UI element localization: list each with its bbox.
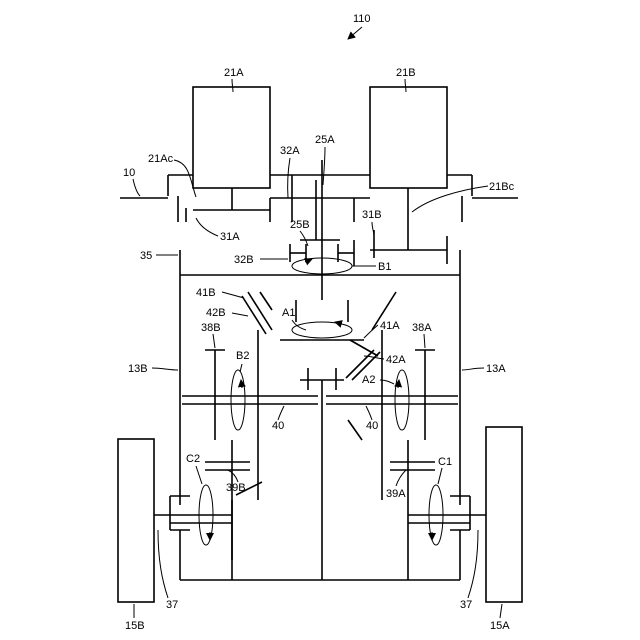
label-32a: 32A xyxy=(280,145,300,157)
label-31b: 31B xyxy=(362,209,382,221)
label-39a: 39A xyxy=(386,488,406,500)
leader-c1 xyxy=(438,468,442,484)
motor-21a xyxy=(193,87,270,188)
label-15a: 15A xyxy=(490,620,510,632)
leader-25b xyxy=(300,231,308,246)
label-c1: C1 xyxy=(438,456,452,468)
rotation-b2-arrow xyxy=(241,380,242,388)
label-21ac: 21Ac xyxy=(148,153,174,165)
left-gear-train xyxy=(205,330,262,580)
label-31a: 31A xyxy=(220,231,240,243)
gearbox-housing xyxy=(180,250,460,580)
upper-housing xyxy=(168,175,472,196)
top-bearings xyxy=(178,196,462,222)
gear-25b-assembly xyxy=(270,198,370,240)
motor-21b xyxy=(370,87,447,188)
label-39b: 39B xyxy=(226,482,246,494)
leader-40-right xyxy=(366,406,372,420)
label-10: 10 xyxy=(123,167,135,179)
leader-39b xyxy=(228,470,238,482)
leader-13b xyxy=(152,368,178,370)
rotation-a1 xyxy=(292,322,352,338)
right-gear-train xyxy=(382,330,435,580)
label-41b: 41B xyxy=(196,287,216,299)
label-21bc: 21Bc xyxy=(489,181,515,193)
leader-38b xyxy=(213,334,215,348)
label-15b: 15B xyxy=(125,620,145,632)
label-a2: A2 xyxy=(362,374,375,386)
label-13b: 13B xyxy=(128,363,148,375)
label-42a: 42A xyxy=(386,354,406,366)
label-21b: 21B xyxy=(396,67,416,79)
leader-38a xyxy=(424,334,425,348)
label-35: 35 xyxy=(140,250,152,262)
leader-41b xyxy=(222,292,244,298)
rotation-a2 xyxy=(395,370,409,430)
label-41a: 41A xyxy=(380,320,400,332)
leader-15a xyxy=(500,604,502,618)
leader-31b xyxy=(372,222,374,236)
leader-21b xyxy=(405,79,406,92)
leader-39a xyxy=(396,470,406,486)
label-38b: 38B xyxy=(201,322,221,334)
label-b1: B1 xyxy=(378,261,391,273)
shaft-21ac xyxy=(193,188,270,222)
label-37-right: 37 xyxy=(460,599,472,611)
label-a1: A1 xyxy=(282,307,295,319)
label-32b: 32B xyxy=(234,254,254,266)
leader-21bc xyxy=(412,186,488,212)
leader-31a xyxy=(196,218,218,236)
leader-32a xyxy=(288,158,290,198)
axle-right xyxy=(408,496,486,530)
label-38a: 38A xyxy=(412,322,432,334)
wheel-15a xyxy=(486,427,522,602)
rotation-b2 xyxy=(231,370,245,430)
figure-number: 110 xyxy=(353,13,371,25)
leader-b2 xyxy=(240,364,242,372)
rotation-a2-arrow xyxy=(398,380,399,388)
figure-number-arrow xyxy=(348,27,362,39)
label-40-left: 40 xyxy=(272,420,284,432)
leader-10 xyxy=(133,179,140,196)
label-40-right: 40 xyxy=(366,420,378,432)
leader-13a xyxy=(462,368,484,370)
leader-41a xyxy=(364,325,378,338)
label-37-left: 37 xyxy=(166,599,178,611)
leader-25a xyxy=(323,147,325,185)
label-25a: 25A xyxy=(315,134,335,146)
shafts-40 xyxy=(182,368,458,440)
leader-40-left xyxy=(278,406,284,420)
leader-42b xyxy=(232,313,248,316)
label-c2: C2 xyxy=(186,453,200,465)
leader-37-left xyxy=(158,530,168,598)
label-42b: 42B xyxy=(206,307,226,319)
axle-left xyxy=(154,496,232,530)
bevel-gears xyxy=(242,292,396,380)
leader-c2 xyxy=(196,466,202,484)
label-b2: B2 xyxy=(236,350,249,362)
leader-37-right xyxy=(468,530,478,598)
label-21a: 21A xyxy=(224,67,244,79)
leader-21a xyxy=(232,79,233,92)
label-25b: 25B xyxy=(290,219,310,231)
wheel-15b xyxy=(118,439,154,602)
label-13a: 13A xyxy=(486,363,506,375)
